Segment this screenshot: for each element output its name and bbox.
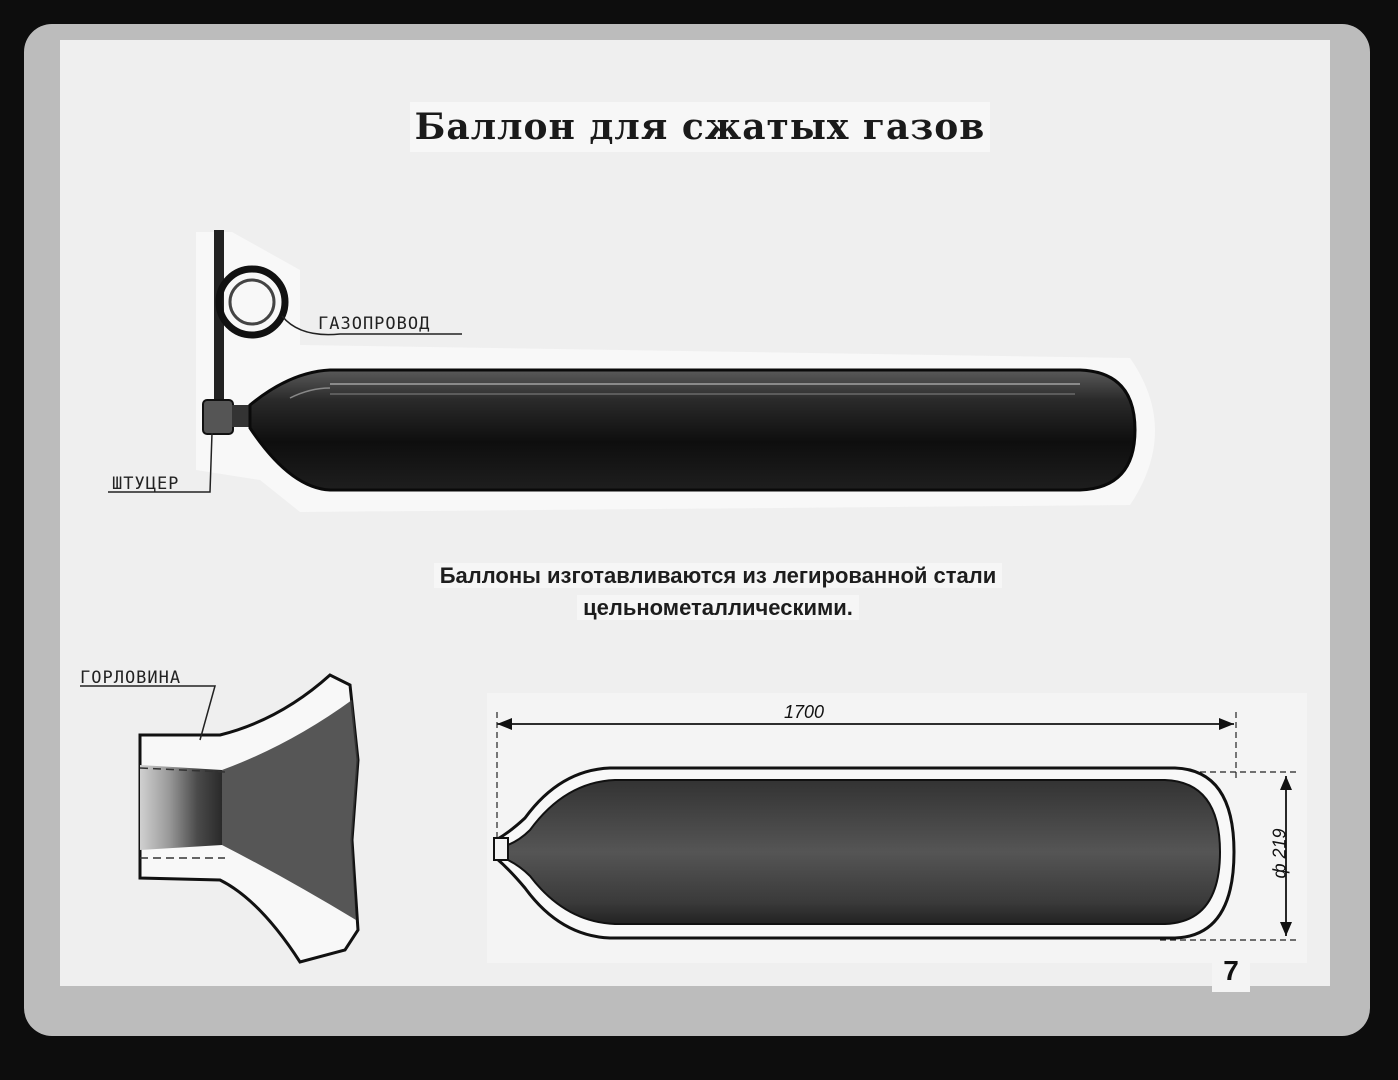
length-dimension-value: 1700 <box>784 702 825 722</box>
slide-title: Баллон для сжатых газов <box>410 102 990 152</box>
bottom-cylinder-drawing <box>487 693 1307 963</box>
caption-text: Баллоны изготавливаются из легированной … <box>368 560 1068 624</box>
cylinder-cavity <box>507 779 1222 925</box>
fitting-label: ШТУЦЕР <box>112 474 180 494</box>
gas-pipe-label: ГАЗОПРОВОД <box>318 314 431 334</box>
caption-line-1: Баллоны изготавливаются из легированной … <box>433 563 1003 588</box>
caption-line-2: цельнометаллическими. <box>577 595 859 620</box>
neck-section-drawing <box>80 673 360 964</box>
top-cylinder-drawing <box>108 230 1155 512</box>
diameter-dimension-value: ф 219 <box>1269 828 1290 879</box>
fitting-part <box>202 399 234 435</box>
pipe-coil <box>215 265 289 339</box>
neck-label: ГОРЛОВИНА <box>80 668 182 688</box>
page-number: 7 <box>1212 950 1250 992</box>
cylinder-body <box>248 368 1137 492</box>
